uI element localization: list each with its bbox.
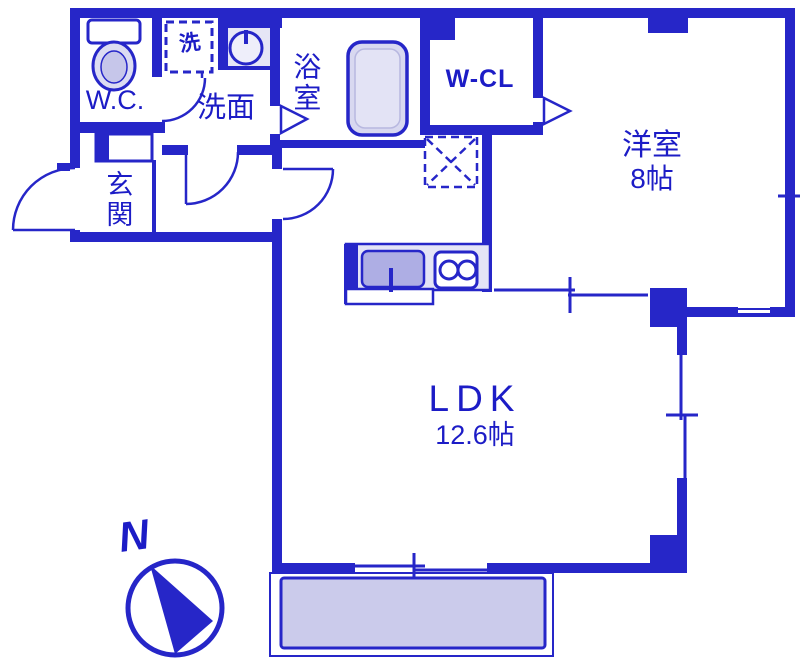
laundry-box [164, 20, 214, 74]
entrance-step-line [152, 160, 156, 232]
room-label-washroom: 洗面 [196, 92, 255, 124]
pillar-ldk-se [650, 535, 687, 573]
bath-door-triangle [279, 103, 310, 136]
door-swings [11, 62, 573, 232]
wall-kitchen-west [482, 130, 492, 292]
toilet-tank [86, 18, 142, 45]
wall-ldk-left [272, 219, 282, 573]
ldk-door-arc [282, 168, 335, 221]
wall-sink-top [218, 18, 282, 28]
wc-door-arc [161, 77, 207, 123]
stove-burner-left [438, 259, 460, 281]
wall-sink-recess [218, 18, 228, 70]
wall-bath-wcl [420, 18, 430, 135]
room-size-ldk: 12.6帖 [435, 420, 515, 450]
room-label-western-room: 洋室 [622, 129, 682, 162]
windows [352, 137, 800, 584]
shoe-cabinet-side [96, 134, 109, 161]
wall-right-outer [785, 8, 795, 317]
wall-wcl-right-upper [533, 18, 543, 98]
sink-shelf-edge [218, 64, 270, 70]
wall-top [70, 8, 795, 18]
room-label-walk-in-closet: W-CL [445, 65, 515, 93]
fixtures [86, 18, 554, 658]
balcony-floor [279, 576, 547, 650]
bathtub-inner [354, 48, 401, 129]
wall-wc-bottom [70, 122, 165, 133]
room-label-ldk: LDK [428, 378, 522, 419]
compass-needle [150, 565, 213, 654]
washroom-door-arc [185, 151, 240, 206]
wall-ldk-bottom-left [272, 563, 355, 573]
wall-ldk-bottom-right [487, 563, 650, 573]
wall-washroom-bath [270, 18, 280, 106]
room-size-western-room: 8帖 [630, 163, 674, 194]
entrance-jamb [57, 163, 70, 171]
wall-left-upper [70, 8, 80, 168]
fridge-cross-b [426, 138, 476, 186]
room-label-entrance: 玄関 [102, 170, 133, 230]
wall-washroom-bottom-right [237, 145, 282, 155]
fridge-space [423, 135, 479, 189]
stove-burner-right [456, 259, 478, 281]
wall-ldk-right-upper [677, 315, 687, 355]
wall-hall-bottom [70, 232, 282, 242]
room-label-wc: W.C. [85, 85, 145, 115]
pillar-top [648, 18, 688, 33]
balcony-outline [269, 572, 554, 657]
wall-ldk-right-lower [677, 478, 687, 535]
compass-north-label: N [115, 510, 153, 561]
room-label-bathroom: 浴室 [290, 52, 322, 114]
wcl-door-triangle [542, 95, 573, 127]
wall-washroom-bottom-left [162, 145, 188, 155]
toilet-bowl-inner [100, 50, 128, 84]
wall-bath-bottom [270, 140, 425, 148]
wall-ldk-left-upper [272, 140, 282, 169]
entrance-door-arc [11, 166, 76, 231]
walls [57, 8, 795, 573]
wall-wcl-bottom [420, 125, 543, 135]
wall-wc-washroom [152, 18, 162, 77]
